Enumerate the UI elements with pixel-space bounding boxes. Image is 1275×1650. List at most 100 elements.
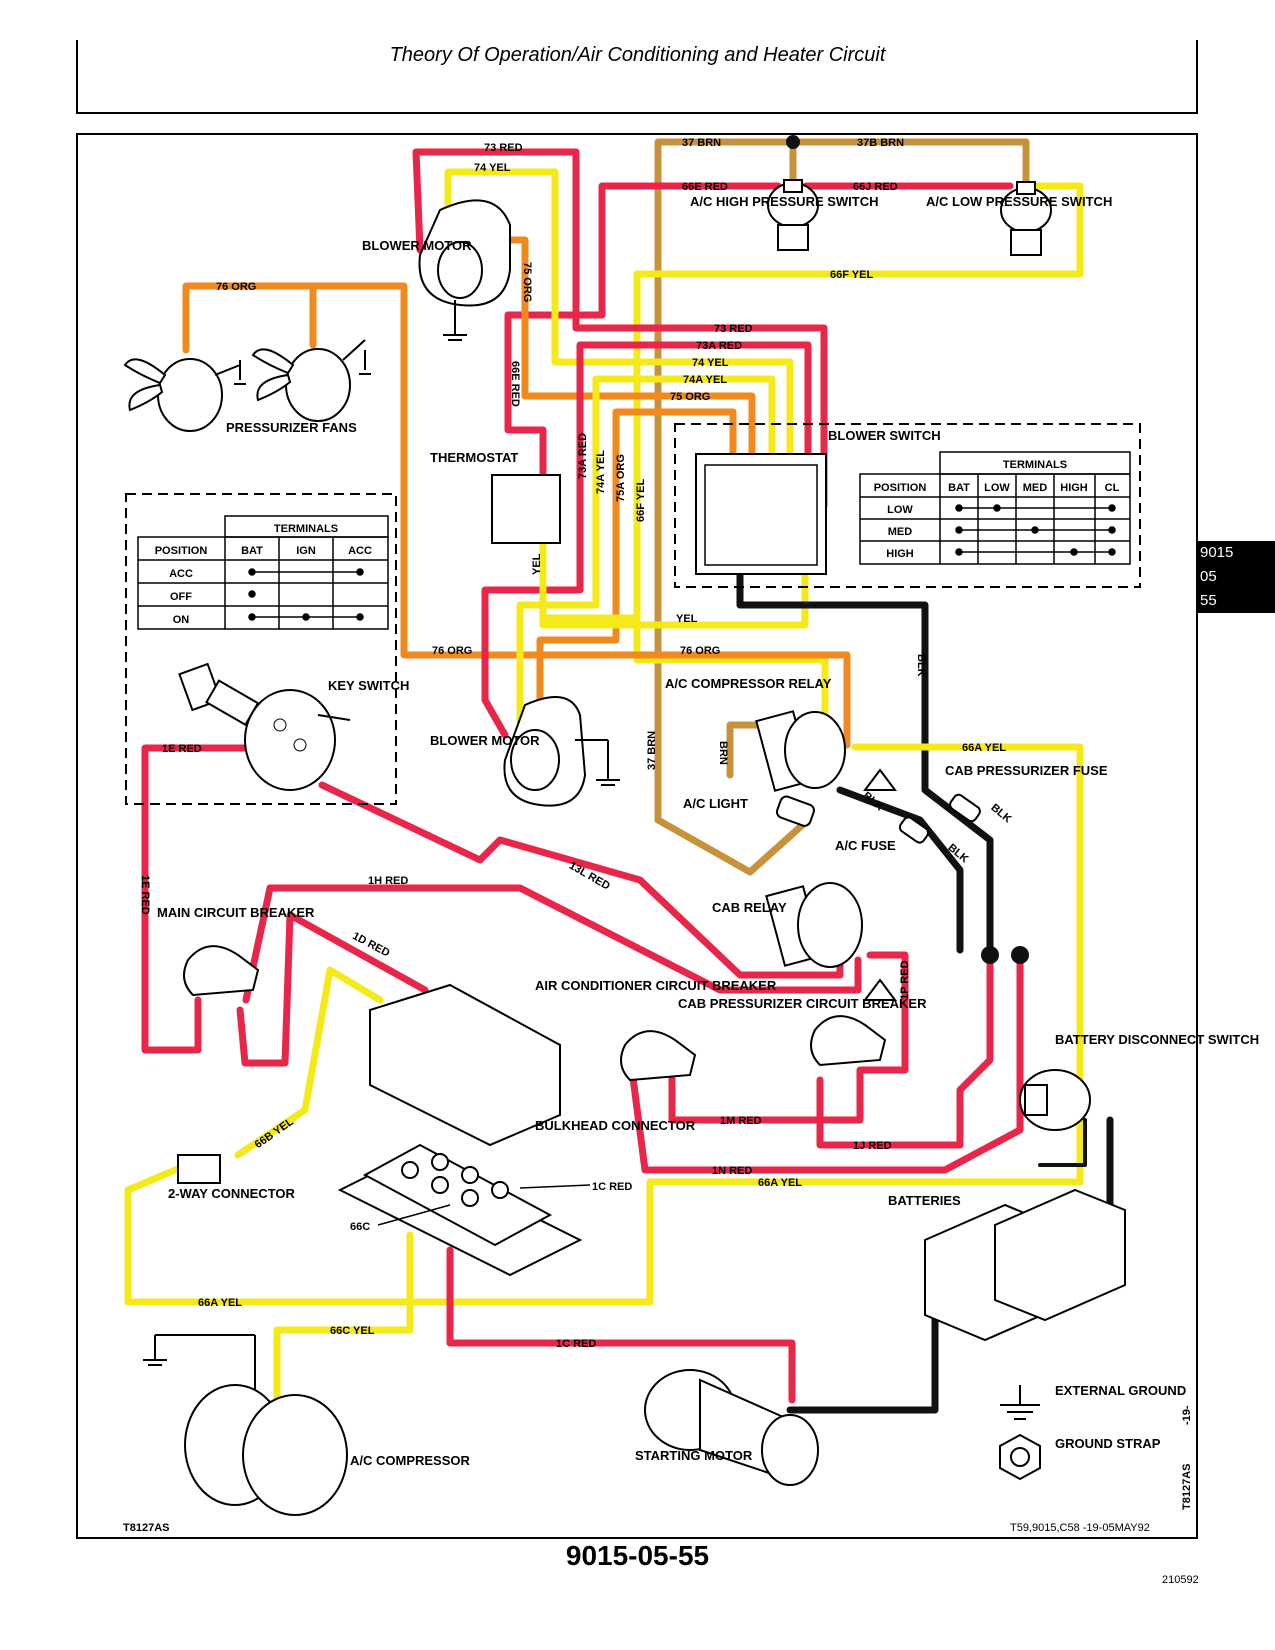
ac-low-pressure-switch [1000,181,1052,256]
junction-37 [786,135,800,149]
thermostat [491,474,561,544]
wire-label-1m-red: 1M RED [720,1115,762,1127]
key-table-row-off: OFF [170,591,192,603]
header-frame [76,40,1198,114]
wire-label-74a-yel-v: 74A YEL [595,450,607,494]
label-ac-fuse: A/C FUSE [835,838,896,853]
diagram-frame [76,133,1198,1539]
wire-label-74-yel-b: 74 YEL [692,357,729,369]
label-key-switch: KEY SWITCH [328,678,409,693]
label-ac-low-pressure-switch: A/C LOW PRESSURE SWITCH [926,194,1112,209]
label-battery-disconnect: BATTERY DISCONNECT SWITCH [1055,1032,1259,1047]
wire-37b-brn [789,138,1030,189]
wire-label-1h-red: 1H RED [368,875,408,887]
ground-strap-icon-hole [1010,1447,1030,1467]
doc-code: 210592 [1162,1574,1199,1586]
junction-blk-2 [1011,946,1029,964]
leader-1c-red [519,1184,591,1189]
label-pressurizer-fans: PRESSURIZER FANS [226,420,357,435]
wire-66b-yel [234,966,384,1159]
section-tab-line1: 9015 [1200,544,1234,561]
figure-sequence: -19- [1181,1405,1193,1425]
cab-pressurizer-fuse [949,793,981,823]
figure-id-left: T8127AS [123,1522,169,1534]
wire-label-66c-yel: 66C YEL [330,1325,375,1337]
wire-blk-fuse [836,786,964,954]
wire-label-66f-yel: 66F YEL [830,269,873,281]
wire-74a-yel-down [516,516,600,724]
leader-66c [377,1204,451,1226]
wire-label-66b-yel: 66B YEL [253,1116,297,1151]
wire-label-1c-red: 1C RED [592,1181,632,1193]
wire-1j-red [816,951,994,1149]
starting-motor [644,1369,819,1486]
ac-fuse [898,816,930,844]
label-batteries: BATTERIES [888,1193,961,1208]
key-table-col-ign: IGN [296,545,316,557]
cab-relay [765,882,897,1001]
key-table-col-acc: ACC [348,545,372,557]
ac-light [775,795,815,827]
wire-label-75a-org-v: 75A ORG [615,454,627,502]
wire-yel-mid [539,614,641,629]
wire-label-74a-yel: 74A YEL [683,374,727,386]
ac-circuit-breaker [620,1030,697,1082]
wire-label-37-brn: 37 BRN [682,137,721,149]
blower-table-col-med: MED [1023,482,1048,494]
wire-label-1j-red: 1J RED [853,1140,892,1152]
label-ac-compressor-relay: A/C COMPRESSOR RELAY [665,676,832,691]
wire-13l-red [318,781,844,979]
ac-high-pressure-switch [767,179,819,251]
label-cab-pressurizer-fuse: CAB PRESSURIZER FUSE [945,763,1108,778]
blower-table-col-high: HIGH [1060,482,1088,494]
section-tab-line3: 55 [1200,592,1217,609]
blower-motor-top [418,199,511,341]
key-table-header: TERMINALS [274,523,338,535]
blower-switch [674,423,1141,588]
blower-table-row-med: MED [888,526,913,538]
blower-table-col-bat: BAT [948,482,970,494]
wire-label-73-red: 73 RED [484,142,523,154]
wire-label-1e-red: 1E RED [162,743,202,755]
label-external-ground: EXTERNAL GROUND [1055,1383,1186,1398]
wire-label-1n-red: 1N RED [712,1165,752,1177]
blower-table-row-low: LOW [887,504,913,516]
wire-label-37-brn-v: 37 BRN [646,731,658,770]
ac-compressor-relay [755,710,897,792]
wire-label-blk-v: BLK [915,654,927,677]
label-bulkhead-connector: BULKHEAD CONNECTOR [535,1118,696,1133]
wire-label-66a-yel-mid: 66A YEL [758,1177,802,1189]
blower-table-col-position: POSITION [874,482,927,494]
label-two-way-connector: 2-WAY CONNECTOR [168,1186,296,1201]
label-blower-switch: BLOWER SWITCH [828,428,941,443]
section-tab-line2: 05 [1200,568,1217,585]
wire-label-76-org-left: 76 ORG [432,645,472,657]
wire-66c-yel [273,1231,414,1404]
wire-label-73-red-b: 73 RED [714,323,753,335]
wire-label-66a-yel-top: 66A YEL [962,742,1006,754]
wire-label-76-org-top: 76 ORG [216,281,256,293]
batteries [924,1188,1126,1342]
wire-label-76-org-mid: 76 ORG [680,645,720,657]
wire-label-37b-brn: 37B BRN [857,137,904,149]
blower-table-col-cl: CL [1105,482,1120,494]
figure-reference: T59,9015,C58 -19-05MAY92 [1010,1522,1150,1534]
ground-icon [1000,1385,1040,1420]
wire-label-blk-1: BLK [860,790,885,814]
wire-1c-red [446,1246,796,1404]
wire-label-1e-red-v: 1E RED [139,875,151,915]
page-title: Theory Of Operation/Air Conditioning and… [389,44,886,66]
wire-label-brn-v: BRN [717,741,729,765]
wire-label-74-yel: 74 YEL [474,162,511,174]
blower-table-col-low: LOW [984,482,1010,494]
wire-37-brn [654,138,812,876]
label-ac-high-pressure-switch: A/C HIGH PRESSURE SWITCH [690,194,879,209]
wire-1h-red [242,884,862,1004]
wire-label-73a-red: 73A RED [696,340,742,352]
label-ac-circuit-breaker: AIR CONDITIONER CIRCUIT BREAKER [535,978,777,993]
wire-label-66a-yel-bottom: 66A YEL [198,1297,242,1309]
key-switch-table [137,515,389,630]
wire-1m-red [668,1066,864,1124]
wire-label-yel-v: YEL [531,553,543,575]
